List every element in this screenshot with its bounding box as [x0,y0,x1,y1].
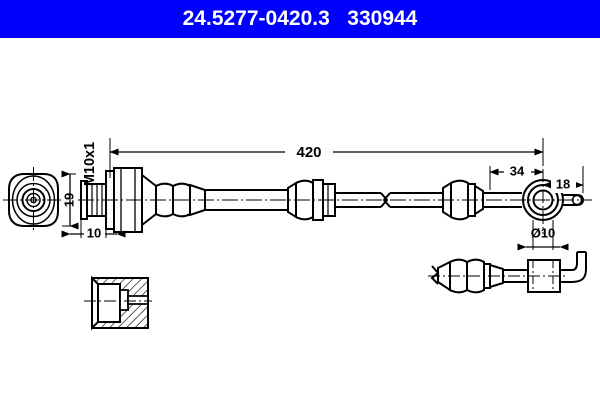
dimension-diameter-10 [517,220,569,251]
header-separator [330,7,348,30]
hose-body-left [205,189,288,211]
section-detail-bracket [84,275,152,331]
dimension-diameter-10-label: Ø10 [531,225,556,240]
header-bar [0,0,600,38]
end-view-banjo-front [3,167,64,233]
reference-number: 330944 [347,7,418,30]
header-title: 24.5277-0420.3 330944 [0,0,600,38]
part-number: 24.5277-0420.3 [182,7,330,30]
dimension-18 [542,166,584,193]
technical-drawing: 19 M10x1 [3,138,592,331]
secondary-detail-end [428,251,587,294]
main-side-view [78,167,592,234]
dimension-34 [489,163,544,190]
dimension-thread-label: M10x1 [82,142,98,186]
tube-right [483,192,522,208]
dimension-18-label: 18 [556,176,570,191]
dimension-19 [61,170,79,230]
dimension-34-label: 34 [510,163,525,178]
dimension-420-label: 420 [296,144,321,161]
dimension-420 [109,138,544,178]
dimension-10 [61,219,126,242]
dimension-10-label: 10 [87,225,101,240]
dimension-19-label: 19 [61,193,76,207]
